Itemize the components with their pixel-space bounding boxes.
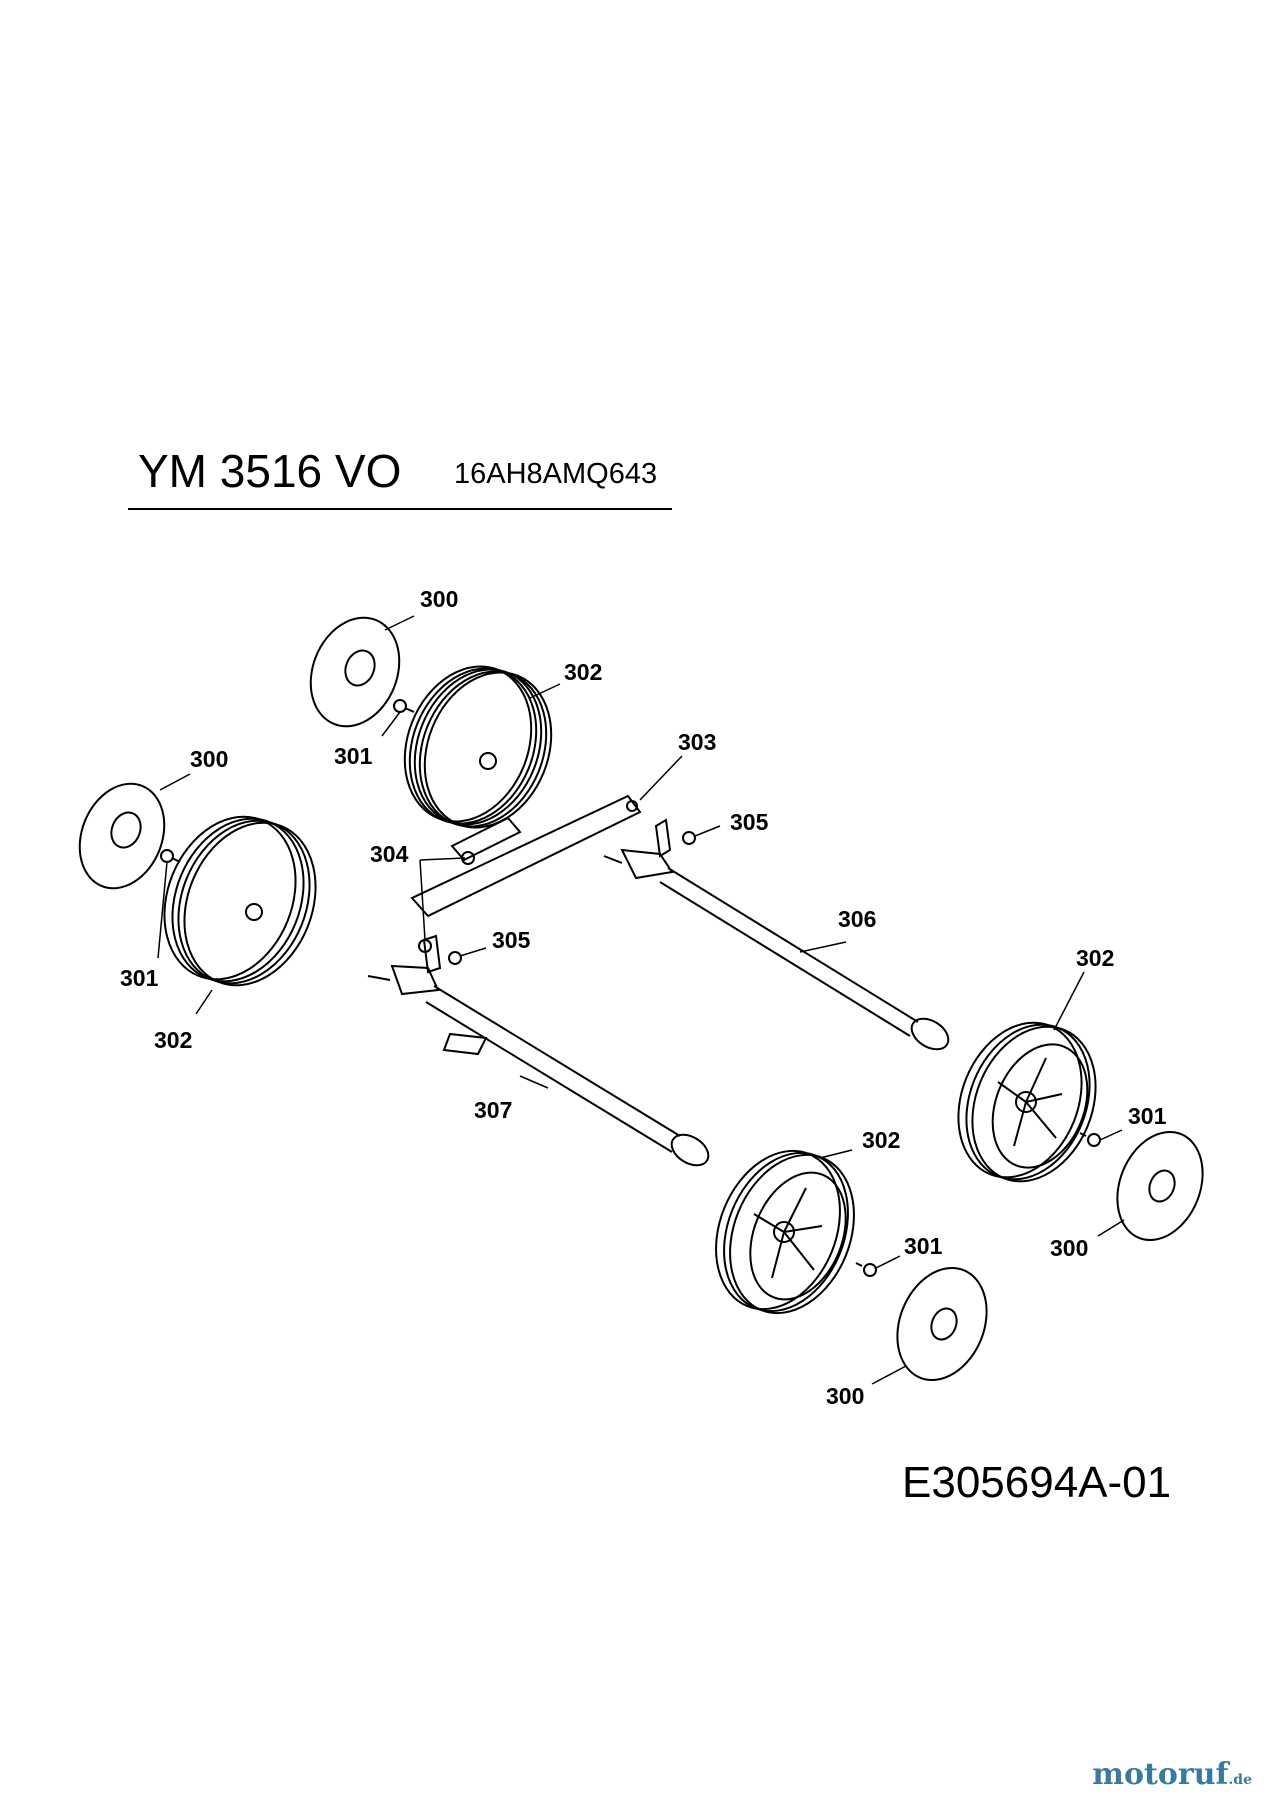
- callout-302-top: 302: [564, 659, 602, 685]
- wheel-302-top: [403, 665, 553, 829]
- axle-306: [603, 818, 950, 1051]
- callout-302-right: 302: [1076, 945, 1114, 971]
- brand-tld: .de: [1228, 1772, 1252, 1788]
- callout-302-front: 302: [862, 1127, 900, 1153]
- title-block: YM 3516 VO 16AH8AMQ643: [128, 440, 672, 510]
- callout-301-right: 301: [1128, 1103, 1167, 1129]
- callout-306: 306: [838, 906, 876, 932]
- callout-301-front: 301: [904, 1233, 943, 1259]
- serial-number: 16AH8AMQ643: [454, 458, 658, 490]
- callout-304: 304: [370, 841, 409, 867]
- bolt-301-front: [855, 1262, 877, 1277]
- callout-300-top: 300: [420, 586, 458, 612]
- callout-300-left: 300: [190, 746, 228, 772]
- bolt-301-left: [160, 849, 181, 863]
- callout-305-upper: 305: [730, 809, 769, 835]
- wheel-302-left: [163, 815, 317, 987]
- nut-305-lower: [448, 951, 462, 965]
- callout-300-front: 300: [826, 1383, 864, 1409]
- callout-305-lower: 305: [492, 927, 531, 953]
- wheel-302-front: [715, 1149, 855, 1315]
- hubcap-300-top: [309, 616, 401, 728]
- brand-name: motoruf: [1092, 1757, 1229, 1792]
- wheel-302-right: [957, 1021, 1097, 1183]
- drawing-number: E305694A-01: [902, 1458, 1172, 1507]
- callout-303: 303: [678, 729, 716, 755]
- leader-lines: [157, 615, 1125, 1385]
- axle-307: [367, 934, 710, 1167]
- callout-307: 307: [474, 1097, 512, 1123]
- nut-305-upper: [682, 831, 696, 845]
- callout-301-left: 301: [120, 965, 159, 991]
- bolt-301-top: [393, 699, 415, 713]
- bolt-301-right: [1079, 1132, 1101, 1147]
- brand-watermark: motoruf.de: [1092, 1757, 1252, 1792]
- hubcap-300-right: [1116, 1130, 1204, 1242]
- hubcap-300-left: [78, 782, 166, 890]
- hubcap-300-front: [896, 1266, 988, 1382]
- callout-302-left: 302: [154, 1027, 192, 1053]
- callout-301-top: 301: [334, 743, 373, 769]
- callout-300-right: 300: [1050, 1235, 1088, 1261]
- model-name: YM 3516 VO: [138, 445, 402, 497]
